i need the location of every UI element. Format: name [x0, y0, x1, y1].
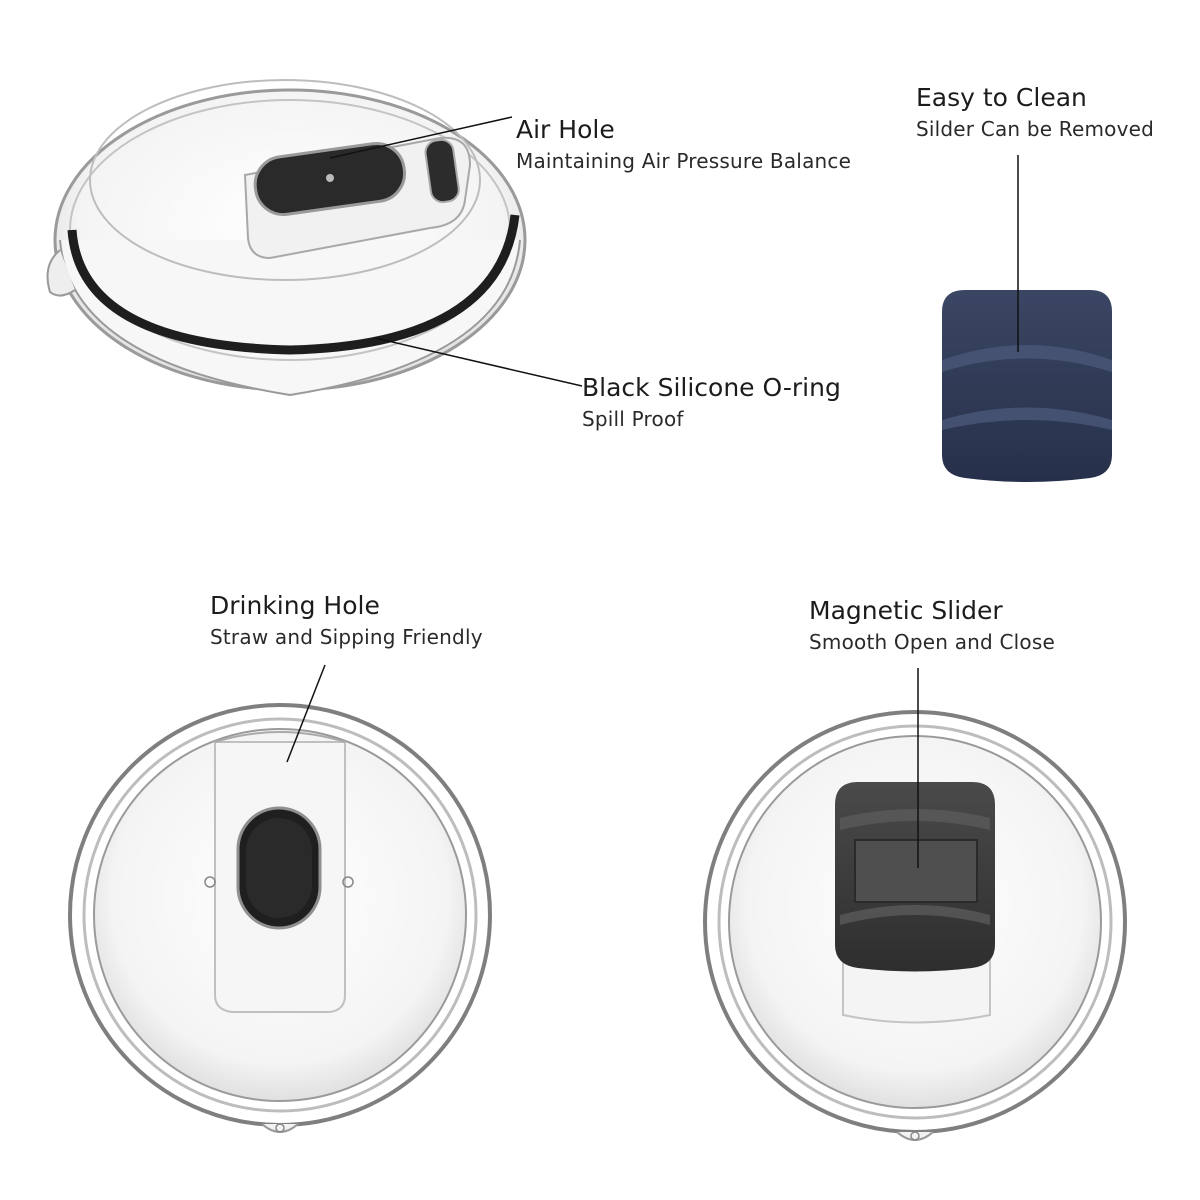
- drinking-hole-title: Drinking Hole: [210, 591, 380, 620]
- air-hole-title: Air Hole: [516, 115, 615, 144]
- drinking-hole-callout: Drinking Hole Straw and Sipping Friendly: [210, 590, 483, 652]
- o-ring-leader: [374, 337, 583, 387]
- lid-magnetic-slider: [703, 710, 1127, 1141]
- drinking-hole-leader: [286, 664, 326, 763]
- lid-drinking-hole: [68, 703, 492, 1133]
- o-ring-title: Black Silicone O-ring: [582, 373, 841, 402]
- o-ring: [67, 214, 520, 355]
- removable-slider: [942, 290, 1112, 482]
- drinking-hole-subtitle: Straw and Sipping Friendly: [210, 625, 483, 649]
- magnetic-slider-callout: Magnetic Slider Smooth Open and Close: [809, 595, 1055, 657]
- tilted-lid: [46, 79, 527, 397]
- o-ring-subtitle: Spill Proof: [582, 407, 684, 431]
- easy-clean-subtitle: Silder Can be Removed: [916, 117, 1155, 141]
- air-hole-callout: Air Hole Maintaining Air Pressure Balanc…: [516, 114, 851, 176]
- easy-clean-callout: Easy to Clean Silder Can be Removed: [916, 82, 1154, 144]
- magnetic-slider-title: Magnetic Slider: [809, 596, 1003, 625]
- air-hole-subtitle: Maintaining Air Pressure Balance: [516, 149, 852, 173]
- air-hole-leader: [329, 116, 513, 159]
- easy-clean-title: Easy to Clean: [916, 83, 1087, 112]
- o-ring-callout: Black Silicone O-ring Spill Proof: [582, 372, 841, 434]
- magnetic-slider-subtitle: Smooth Open and Close: [809, 630, 1055, 654]
